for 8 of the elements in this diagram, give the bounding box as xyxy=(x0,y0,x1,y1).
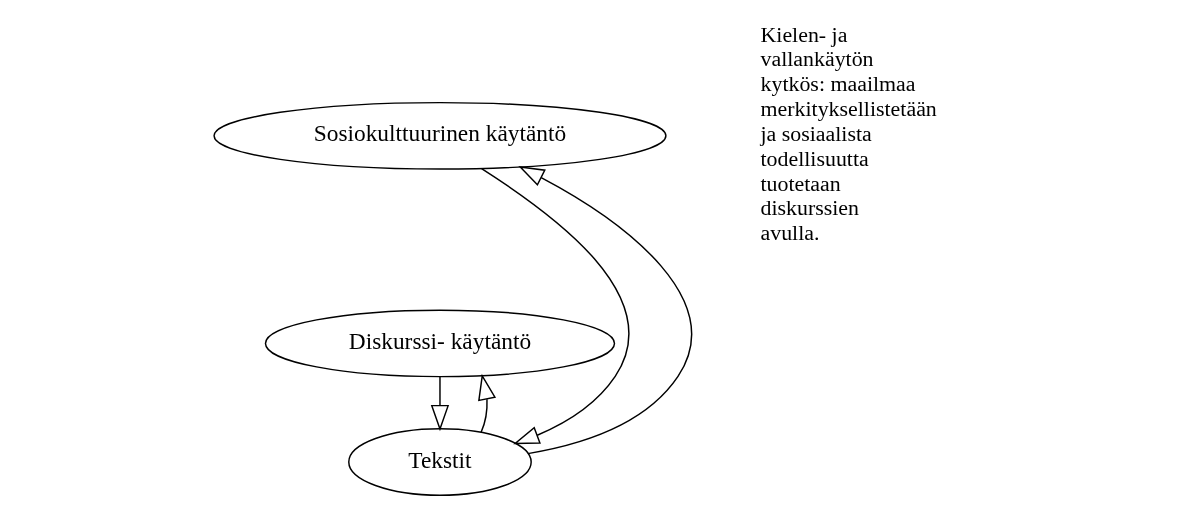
node-ellipse: Tekstit xyxy=(347,428,532,496)
node-ellipse: Diskurssi- käytäntö xyxy=(264,309,615,378)
arrow xyxy=(430,375,449,432)
arrow xyxy=(517,165,692,455)
arrow xyxy=(480,167,630,445)
label: Kielen- ja vallankäytön kytkös: maailmaa merkityksellistetään ja sosiaalista todellisuutta tuotetaan diskurssien avulla. xyxy=(760,21,937,246)
arrow xyxy=(477,373,496,433)
node-ellipse: Sosiokulttuurinen käytäntö xyxy=(212,101,667,170)
